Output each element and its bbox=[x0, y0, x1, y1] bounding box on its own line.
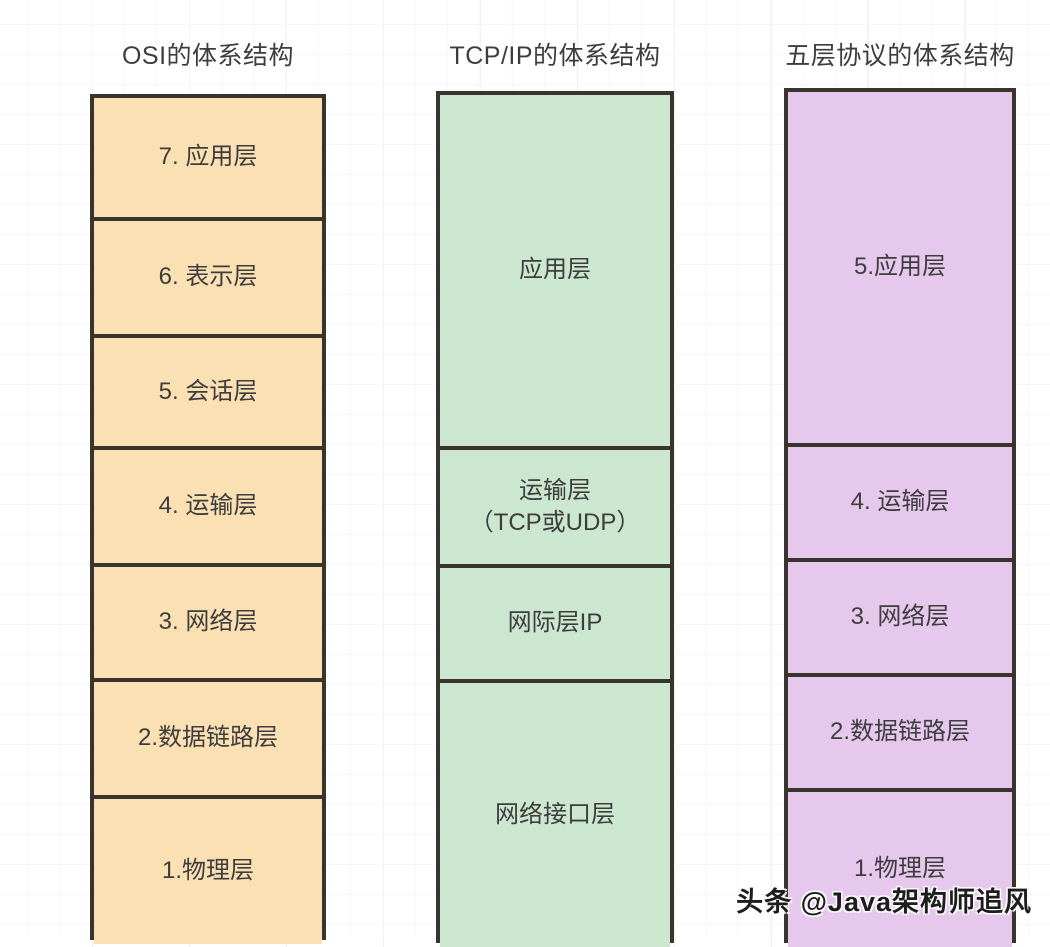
layer-tcpip-internet: 网际层IP bbox=[440, 568, 670, 683]
layer-five-2: 2.数据链路层 bbox=[788, 677, 1012, 792]
layer-tcpip-transport: 运输层 （TCP或UDP） bbox=[440, 450, 670, 568]
layer-osi-5: 5. 会话层 bbox=[94, 338, 322, 450]
layer-osi-6: 6. 表示层 bbox=[94, 221, 322, 338]
layer-five-3: 3. 网络层 bbox=[788, 562, 1012, 677]
column-title-osi: OSI的体系结构 bbox=[121, 42, 295, 70]
layer-five-1: 1.物理层 bbox=[788, 792, 1012, 947]
layer-stack-five: 5.应用层 4. 运输层 3. 网络层 2.数据链路层 1.物理层 bbox=[784, 88, 1016, 947]
layer-osi-3: 3. 网络层 bbox=[94, 567, 322, 682]
column-title-tcpip: TCP/IP的体系结构 bbox=[449, 42, 661, 70]
layer-osi-2: 2.数据链路层 bbox=[94, 682, 322, 799]
layer-tcpip-network-interface: 网络接口层 bbox=[440, 683, 670, 947]
layer-osi-1: 1.物理层 bbox=[94, 799, 322, 944]
layer-five-5: 5.应用层 bbox=[788, 92, 1012, 447]
layer-stack-osi: 7. 应用层 6. 表示层 5. 会话层 4. 运输层 3. 网络层 2.数据链… bbox=[90, 94, 326, 944]
layer-tcpip-application: 应用层 bbox=[440, 95, 670, 450]
layer-stack-tcpip: 应用层 运输层 （TCP或UDP） 网际层IP 网络接口层 bbox=[436, 91, 674, 947]
layer-five-4: 4. 运输层 bbox=[788, 447, 1012, 562]
watermark: 头条 @Java架构师追风 bbox=[736, 887, 1032, 917]
layer-osi-4: 4. 运输层 bbox=[94, 450, 322, 567]
layer-osi-7: 7. 应用层 bbox=[94, 98, 322, 221]
column-title-five-layer: 五层协议的体系结构 bbox=[785, 42, 1015, 70]
